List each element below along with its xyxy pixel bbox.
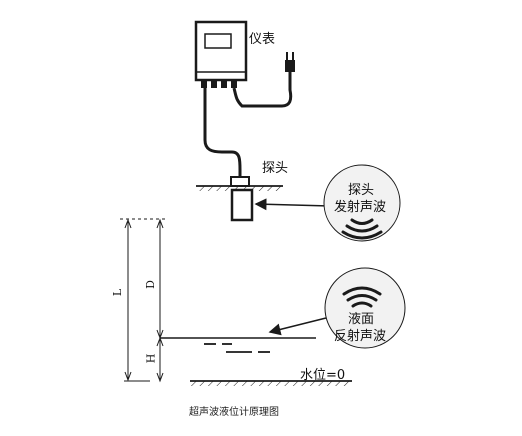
sound-wave-icon — [341, 218, 383, 240]
bubble-bottom-line1: 液面 — [348, 312, 375, 327]
meter-box — [194, 20, 248, 88]
liquid-ripples — [204, 343, 270, 353]
figure-caption: 超声波液位计原理图 — [189, 407, 279, 418]
power-plug-icon — [285, 52, 295, 72]
probe-cable — [203, 88, 242, 178]
sound-wave-icon — [342, 286, 382, 308]
power-cable — [232, 72, 293, 108]
dimension-L — [124, 218, 150, 382]
bubble-top-line2: 发射声波 — [334, 200, 387, 215]
probe — [230, 176, 254, 222]
dimension-L-label: L — [111, 288, 125, 297]
probe-emit-bubble — [323, 164, 401, 242]
water-level-label: 水位=0 — [300, 368, 346, 383]
meter-label: 仪表 — [249, 32, 276, 47]
dimension-D — [156, 218, 164, 340]
zero-level-surface — [190, 380, 352, 386]
dimension-H-label: H — [144, 353, 158, 364]
probe-label: 探头 — [262, 161, 289, 176]
dimension-D-label: D — [143, 280, 157, 289]
bubble-bottom-line2: 反射声波 — [334, 329, 387, 344]
surface-reflect-bubble — [324, 267, 406, 349]
probe-emit-arrow — [254, 198, 331, 211]
dimension-H — [156, 336, 164, 383]
meter-display — [204, 33, 232, 49]
surface-reflect-arrow — [268, 317, 327, 336]
bubble-top-line1: 探头 — [348, 183, 375, 198]
